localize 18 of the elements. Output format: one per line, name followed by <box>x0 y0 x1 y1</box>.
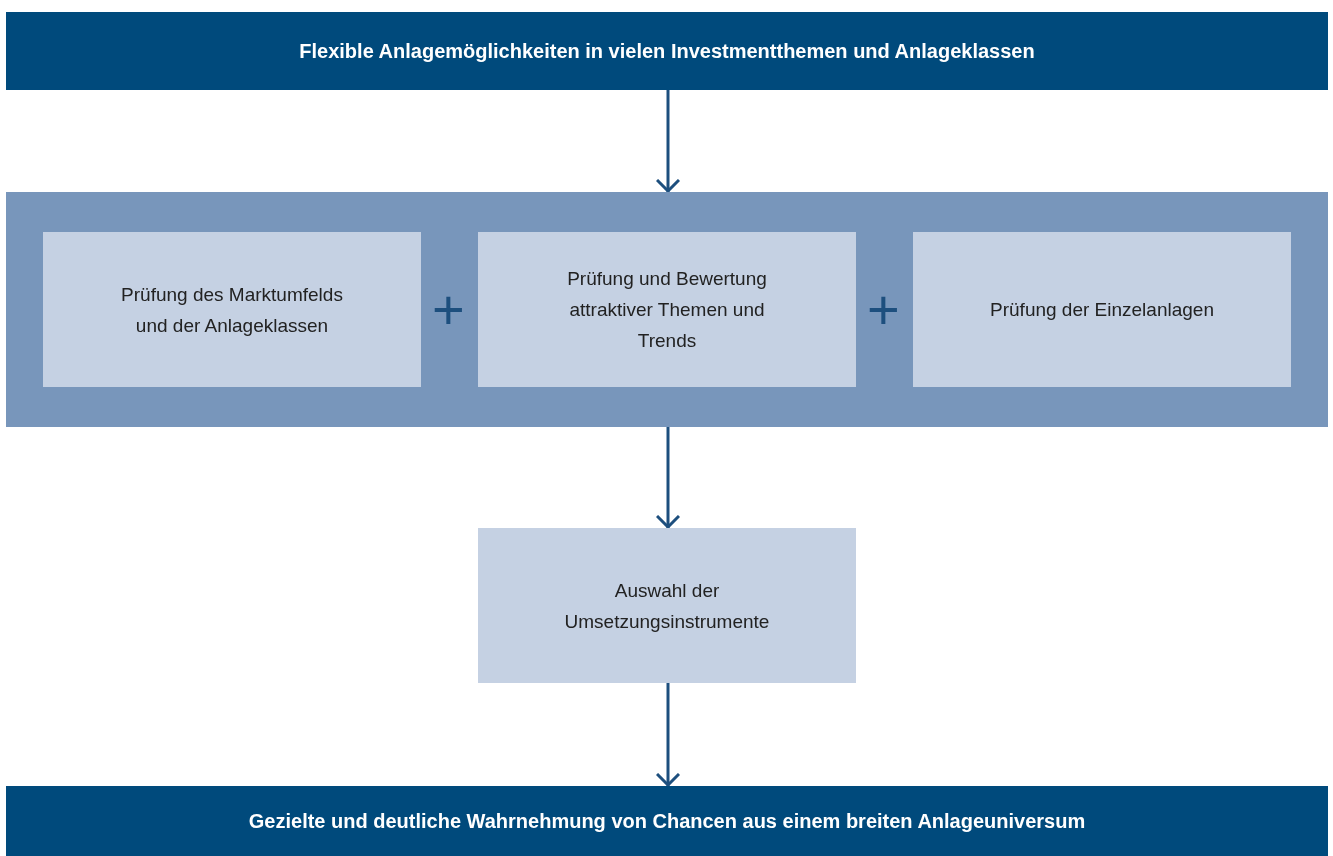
process-box <box>478 528 856 683</box>
arrow <box>655 427 681 529</box>
process-panel <box>6 192 1328 427</box>
process-box <box>913 232 1291 387</box>
arrow <box>655 90 681 193</box>
box-text: Prüfung und Bewertung attraktiver Themen und Trends <box>566 267 768 353</box>
header-band <box>6 786 1328 856</box>
plus-sign: + <box>432 282 465 338</box>
heading-text: Gezielte und deutliche Wahrnehmung von Chancen aus einem breiten Anlageuniversum <box>248 809 1086 833</box>
header-band <box>6 12 1328 90</box>
process-box <box>478 232 856 387</box>
process-box <box>43 232 421 387</box>
heading-text: Flexible Anlagemöglichkeiten in vielen Investmentthemen und Anlageklassen <box>299 39 1035 63</box>
box-text: Prüfung der Einzelanlagen <box>990 298 1214 322</box>
box-text: Prüfung des Marktumfelds und der Anlageklassen <box>120 282 344 338</box>
box-text: Auswahl der Umsetzungsinstrumente <box>563 578 771 634</box>
plus-sign: + <box>867 282 900 338</box>
arrow <box>655 683 681 787</box>
